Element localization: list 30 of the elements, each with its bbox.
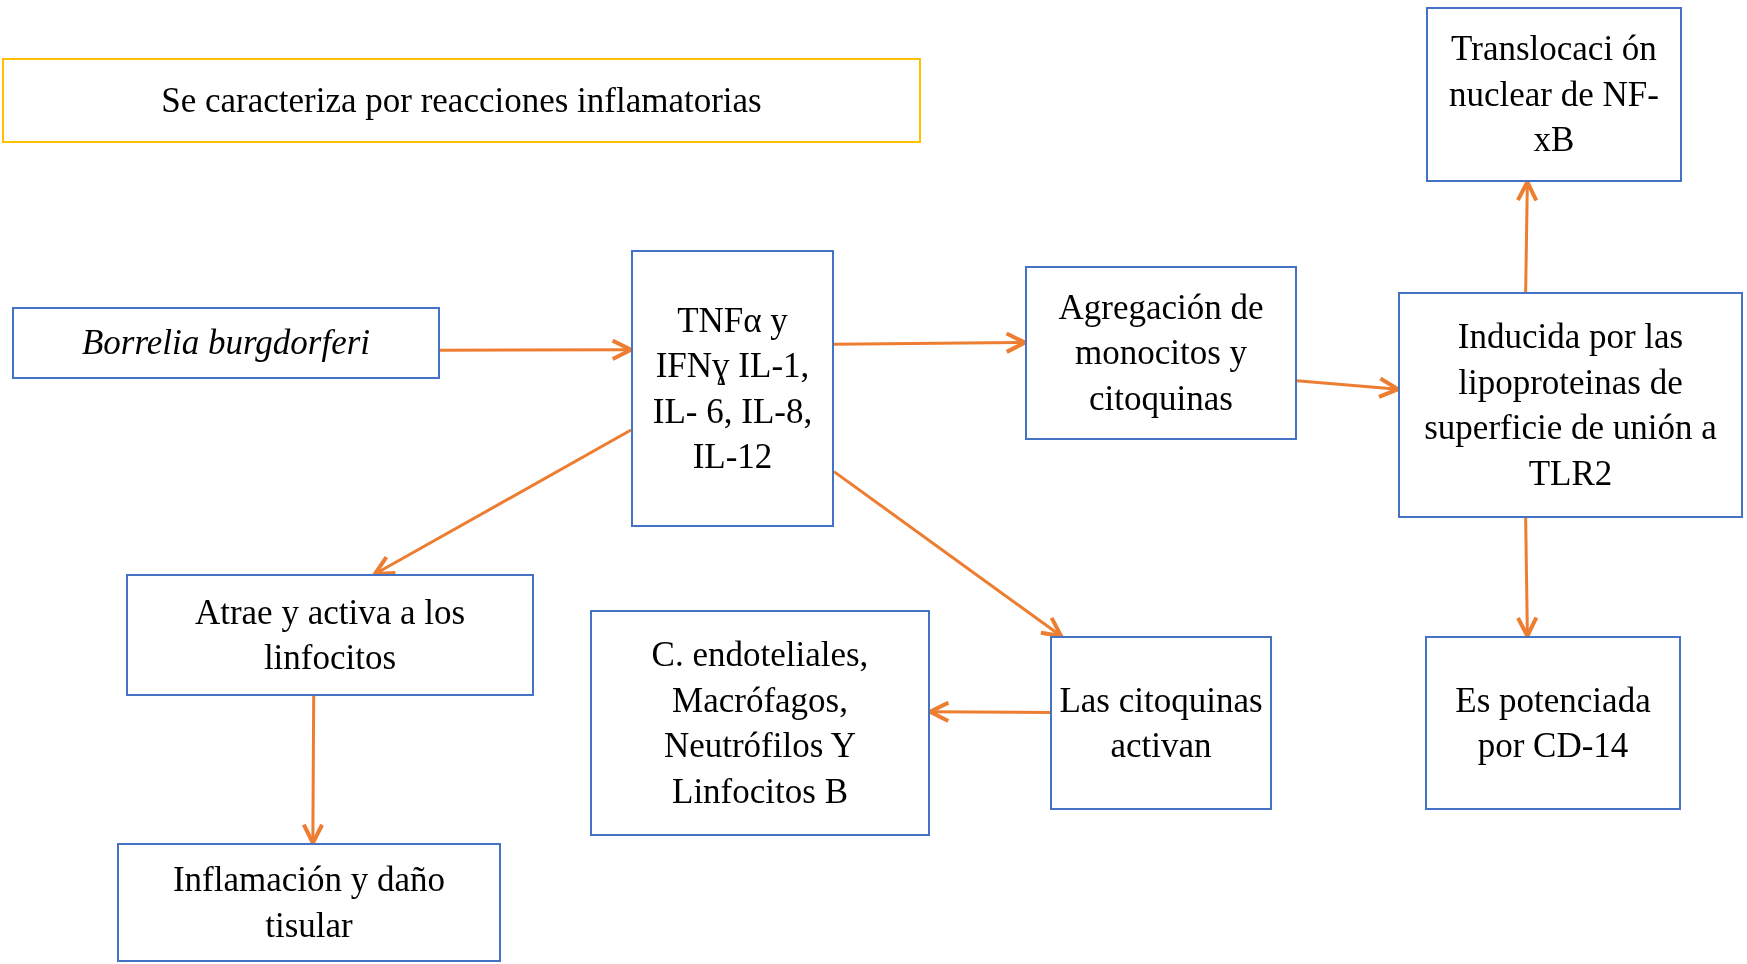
box-text: Borrelia burgdorferi xyxy=(81,322,371,365)
box-text: C. endoteliales, Macrófagos, Neutrófilos Y Linfocitos B xyxy=(650,634,870,813)
box-text: Agregación de monocitos y citoquinas xyxy=(1057,286,1265,420)
arrow xyxy=(833,470,1064,638)
process-box xyxy=(12,307,440,379)
box-text: Las citoquinas activan xyxy=(1058,679,1264,767)
process-box xyxy=(1398,292,1743,518)
arrow xyxy=(440,338,633,361)
box-text: Atrae y activa a los linfocitos xyxy=(193,591,467,679)
process-box xyxy=(1426,7,1682,182)
process-box xyxy=(1025,266,1297,440)
arrow xyxy=(301,696,325,845)
arrow xyxy=(372,428,632,576)
process-box xyxy=(1050,636,1272,810)
process-box xyxy=(590,610,930,836)
box-text: Inflamación y daño tisular xyxy=(171,859,447,947)
process-box xyxy=(117,843,501,962)
process-box xyxy=(1425,636,1681,810)
box-text: Es potenciada por CD-14 xyxy=(1454,679,1652,767)
arrow xyxy=(1515,517,1539,638)
box-text: TNFα y IFNɣ IL-1, IL- 6, IL-8, IL-12 xyxy=(651,299,814,478)
process-box xyxy=(126,574,534,696)
box-text: Inducida por las lipoproteinas de superficie de unión a TLR2 xyxy=(1423,316,1718,495)
process-box xyxy=(2,58,921,143)
arrow xyxy=(834,331,1027,354)
box-text: Translocaci ón nuclear de NF-xB xyxy=(1448,28,1660,162)
arrow xyxy=(1296,376,1400,399)
process-box xyxy=(631,250,834,527)
box-text: Se caracteriza por reacciones inflamatorias xyxy=(161,79,762,122)
arrow xyxy=(1515,180,1539,293)
